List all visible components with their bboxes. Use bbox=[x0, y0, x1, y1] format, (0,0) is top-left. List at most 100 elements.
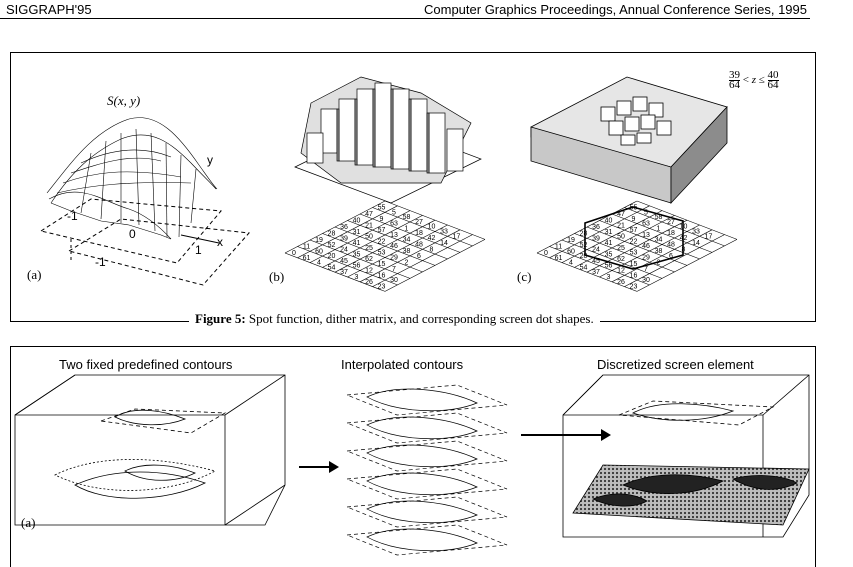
matrix-cell-value: 21 bbox=[365, 222, 373, 229]
matrix-cell-value: 40 bbox=[353, 218, 361, 225]
matrix-cell-value: 3 bbox=[355, 274, 359, 281]
matrix-cell-value: 20 bbox=[328, 253, 336, 260]
threshold-low-num: 39 bbox=[729, 69, 740, 81]
matrix-cell-value: 37 bbox=[592, 269, 600, 276]
matrix-cell-value: 21 bbox=[617, 222, 625, 229]
threshold-high-den: 64 bbox=[767, 79, 779, 91]
matrix-cell-value: 23 bbox=[378, 284, 386, 291]
figure-6-panel-label: (a) bbox=[21, 515, 36, 530]
matrix-cell-value: 5 bbox=[644, 209, 648, 216]
grid-line bbox=[611, 229, 713, 283]
matrix-cell-value: 17 bbox=[705, 233, 713, 240]
matrix-cell-value: 3 bbox=[607, 274, 611, 281]
axis-y-label: y bbox=[207, 153, 213, 167]
matrix-cell-value: 7 bbox=[644, 266, 648, 273]
threshold-op-lt: < bbox=[742, 74, 749, 87]
matrix-cell-value: 6 bbox=[669, 253, 673, 260]
grid-line bbox=[636, 239, 738, 292]
matrix-cell-value: 22 bbox=[378, 238, 386, 245]
tick-y-neg: -1 bbox=[95, 255, 106, 269]
matrix-cell-value: 26 bbox=[365, 279, 373, 286]
title-discretized-screen: Discretized screen element bbox=[597, 357, 754, 372]
dither-matrix-grid: 0111928364047556160523931219542024415057… bbox=[284, 200, 486, 292]
matrix-cell-value: 23 bbox=[630, 284, 638, 291]
matrix-cell-value: 34 bbox=[403, 237, 411, 244]
axis-x-label: x bbox=[217, 235, 223, 249]
tick-origin: 0 bbox=[129, 227, 136, 241]
matrix-cell-value: 15 bbox=[630, 261, 638, 268]
matrix-cell-value: 38 bbox=[403, 248, 411, 255]
matrix-cell-value: 18 bbox=[415, 230, 423, 237]
dither-matrix-bars bbox=[294, 76, 482, 204]
matrix-cell-value: 2 bbox=[405, 259, 409, 266]
matrix-cell-value: 47 bbox=[617, 211, 625, 218]
threshold-high-num: 40 bbox=[767, 69, 779, 81]
matrix-cell-value: 55 bbox=[378, 205, 386, 212]
matrix-cell-value: 9 bbox=[380, 216, 384, 223]
interpolated-contours-stack bbox=[346, 384, 508, 556]
matrix-cell-value: 10 bbox=[428, 224, 436, 231]
grid-line bbox=[372, 207, 473, 247]
threshold-expression: 39 64 < z ≤ 40 64 bbox=[729, 69, 779, 91]
figure-5-caption: Figure 5: Spot function, dither matrix, … bbox=[189, 311, 600, 327]
matrix-cell-value: 50 bbox=[617, 234, 625, 241]
threshold-low-den: 64 bbox=[729, 79, 740, 91]
matrix-cell-value: 2 bbox=[657, 259, 661, 266]
matrix-cell-value: 0 bbox=[292, 250, 296, 257]
matrix-cell-value: 57 bbox=[630, 227, 638, 234]
matrix-cell-value: 29 bbox=[390, 255, 398, 262]
matrix-cell-value: 56 bbox=[605, 263, 613, 270]
matrix-cell-value: 63 bbox=[642, 221, 650, 228]
matrix-cell-value: 1 bbox=[657, 225, 661, 232]
matrix-cell-value: 29 bbox=[642, 255, 650, 262]
matrix-cell-value: 38 bbox=[655, 248, 663, 255]
matrix-cell-value: 31 bbox=[353, 229, 361, 236]
matrix-cell-value: 36 bbox=[592, 224, 600, 231]
figure-6-panel: Two fixed predefined contours Interpolat… bbox=[10, 346, 816, 567]
matrix-cell-value: 7 bbox=[392, 266, 396, 273]
matrix-cell-value: 42 bbox=[428, 235, 436, 242]
matrix-cell-value: 19 bbox=[567, 237, 575, 244]
matrix-cell-value: 5 bbox=[392, 209, 396, 216]
title-interpolated-contours: Interpolated contours bbox=[341, 357, 464, 372]
matrix-cell-value: 46 bbox=[390, 243, 398, 250]
matrix-cell-value: 25 bbox=[617, 245, 625, 252]
matrix-cell-value: 41 bbox=[605, 240, 613, 247]
matrix-cell-value: 13 bbox=[642, 232, 650, 239]
matrix-cell-value: 33 bbox=[440, 229, 448, 236]
matrix-cell-value: 17 bbox=[453, 233, 461, 240]
matrix-cell-value: 47 bbox=[365, 211, 373, 218]
matrix-cell-value: 12 bbox=[617, 268, 625, 275]
matrix-cell-value: 48 bbox=[415, 242, 423, 249]
panel-a-label: (a) bbox=[27, 267, 42, 282]
figure-5-caption-text: Spot function, dither matrix, and corres… bbox=[248, 311, 594, 326]
matrix-cell-value: 36 bbox=[340, 224, 348, 231]
matrix-cell-value: 41 bbox=[353, 240, 361, 247]
matrix-cell-value: 63 bbox=[390, 221, 398, 228]
matrix-cell-value: 20 bbox=[580, 253, 588, 260]
matrix-cell-value: 48 bbox=[667, 242, 675, 249]
matrix-cell-value: 45 bbox=[340, 258, 348, 265]
matrix-cell-value: 28 bbox=[328, 231, 336, 238]
matrix-cell-value: 39 bbox=[340, 235, 348, 242]
title-predefined-contours: Two fixed predefined contours bbox=[59, 357, 233, 372]
matrix-cell-value: 11 bbox=[303, 244, 310, 251]
grid-line bbox=[334, 219, 436, 273]
grid-line bbox=[624, 207, 725, 247]
matrix-cell-value: 27 bbox=[415, 219, 423, 226]
matrix-cell-value: 37 bbox=[340, 269, 348, 276]
grid-line bbox=[359, 229, 461, 283]
matrix-cell-value: 34 bbox=[655, 237, 663, 244]
matrix-cell-value: 16 bbox=[378, 272, 386, 279]
grid-line bbox=[359, 213, 461, 253]
grid-line bbox=[624, 234, 725, 287]
matrix-cell-value: 0 bbox=[544, 250, 548, 257]
matrix-cell-value: 22 bbox=[630, 238, 638, 245]
matrix-cell-value: 62 bbox=[617, 256, 625, 263]
matrix-cell-value: 11 bbox=[555, 244, 562, 251]
matrix-cell-value: 27 bbox=[667, 219, 675, 226]
grid-line bbox=[384, 239, 486, 292]
matrix-cell-value: 12 bbox=[365, 268, 373, 275]
matrix-cell-value: 55 bbox=[630, 205, 638, 212]
matrix-cell-value: 4 bbox=[317, 260, 321, 267]
